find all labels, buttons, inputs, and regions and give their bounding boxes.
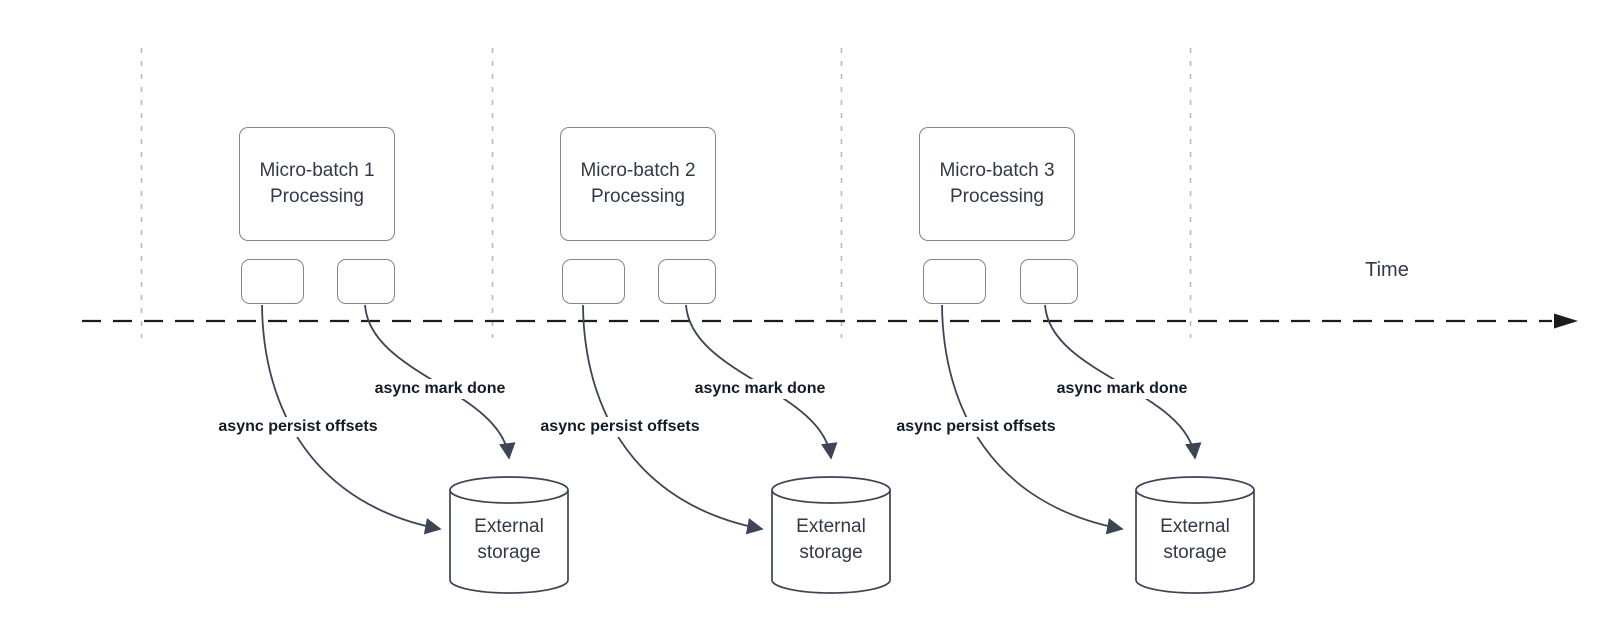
offset-commit-box-2b <box>658 259 716 304</box>
mark-done-arrow-label-2: async mark done <box>690 379 830 399</box>
cylinder-body-2 <box>771 490 891 594</box>
cylinder-body-3 <box>1135 490 1255 594</box>
micro-batch-1-processing-label: Micro-batch 1 Processing <box>259 159 375 207</box>
cylinder-top-1 <box>449 476 569 504</box>
persist-offsets-arrow-2 <box>582 304 764 535</box>
storage-cylinder-2 <box>771 476 891 594</box>
offset-commit-box-1a <box>241 259 304 304</box>
micro-batch-1-processing-box: Micro-batch 1 Processing <box>239 127 395 241</box>
micro-batch-2-processing-label: Micro-batch 2 Processing <box>580 159 696 207</box>
time-guide-lines <box>140 48 1192 338</box>
storage-cylinders <box>449 476 1255 594</box>
cylinder-body-1 <box>449 490 569 594</box>
timeline-axis <box>82 313 1578 329</box>
persist-offsets-arrow-1 <box>261 304 442 535</box>
offset-commit-box-2a <box>562 259 625 304</box>
persist-offsets-arrow-3 <box>941 304 1124 535</box>
persist-offsets-arrow-label-2: async persist offsets <box>536 417 704 437</box>
cylinder-top-2 <box>771 476 891 504</box>
time-axis-label: Time <box>1365 259 1409 281</box>
persist-offsets-arrow-label-3: async persist offsets <box>892 417 1060 437</box>
offset-commit-box-3a <box>923 259 986 304</box>
mark-done-arrow-label-3: async mark done <box>1052 379 1192 399</box>
persist-offsets-arrow-label-1: async persist offsets <box>214 417 382 437</box>
micro-batch-2-processing-box: Micro-batch 2 Processing <box>560 127 716 241</box>
storage-cylinder-1 <box>449 476 569 594</box>
offset-commit-box-3b <box>1020 259 1078 304</box>
micro-batch-3-processing-label: Micro-batch 3 Processing <box>939 159 1055 207</box>
cylinder-top-3 <box>1135 476 1255 504</box>
storage-cylinder-3 <box>1135 476 1255 594</box>
mark-done-arrow-label-1: async mark done <box>370 379 510 399</box>
offset-commit-box-1b <box>337 259 395 304</box>
timeline-arrowhead-icon <box>1554 313 1578 329</box>
micro-batch-3-processing-box: Micro-batch 3 Processing <box>919 127 1075 241</box>
